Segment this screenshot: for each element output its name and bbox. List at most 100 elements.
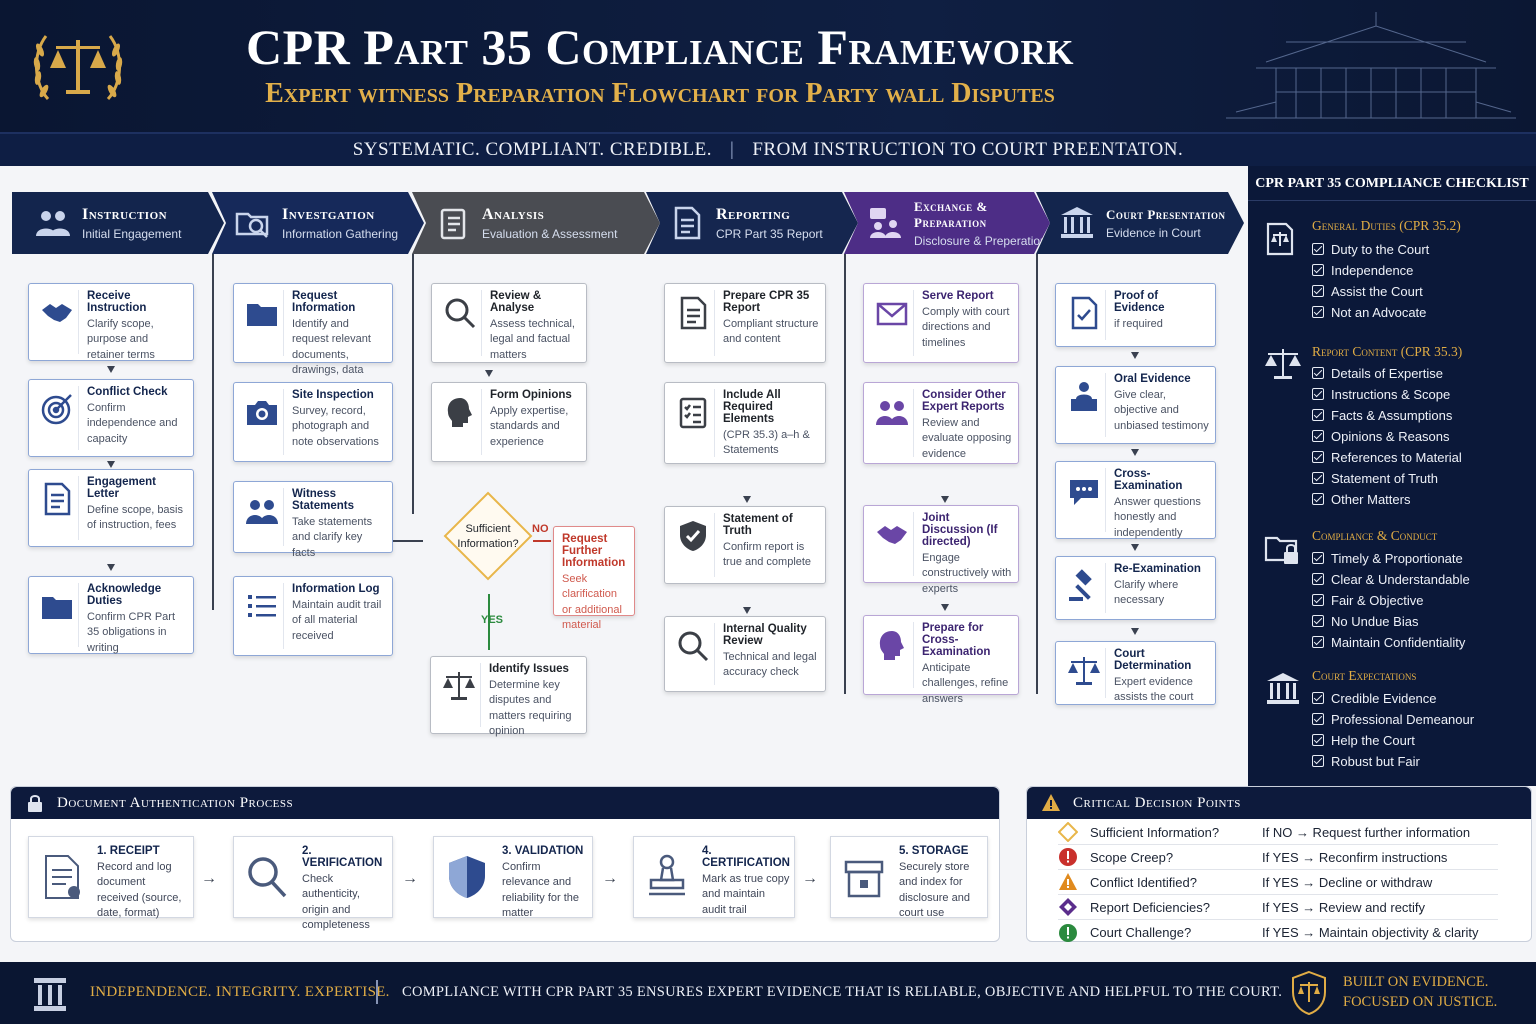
diamond-icon [1058, 822, 1078, 842]
section-title: Court Expectations [1312, 668, 1417, 683]
footer-statement: COMPLIANCE WITH CPR PART 35 ENSURES EXPE… [402, 984, 1283, 1000]
decision-question: Sufficient Information? [1090, 824, 1220, 840]
card-text: Expert evidence assists the court [1114, 676, 1194, 704]
card-title: Prepare for Cross-Examination [922, 622, 991, 658]
connector-line [488, 594, 490, 650]
footer-motto-line1: BUILT ON EVIDENCE. [1343, 974, 1489, 990]
stage-subtitle: CPR Part 35 Report [716, 226, 823, 241]
arrow-right-icon: → [402, 870, 418, 887]
handshake-icon [41, 304, 72, 322]
arrow-down [485, 370, 493, 377]
stage-title: Reporting [716, 205, 791, 223]
folder-lock-icon [1264, 536, 1298, 564]
decision-question: Court Challenge? [1090, 925, 1192, 940]
step-text: Mark as true copy and maintain audit tra… [702, 873, 790, 916]
compliance-checklist-panel: CPR PART 35 COMPLIANCE CHECKLIST General… [1248, 166, 1536, 786]
card-title: Engagement Letter [87, 476, 157, 500]
card-text: Assess technical, legal and factual matt… [490, 318, 575, 361]
decision-point-row: Court Challenge? If YES → Maintain objec… [1058, 920, 1498, 945]
checklist-item: Not an Advocate [1312, 305, 1426, 320]
card-title: Form Opinions [490, 389, 572, 401]
connector-line [1036, 254, 1038, 694]
checklist-item: References to Material [1312, 450, 1462, 465]
folder-icon [246, 304, 277, 326]
card-title: Acknowledge Duties [87, 583, 162, 607]
checkbox-icon [1312, 594, 1324, 606]
checkbox-icon [1312, 472, 1324, 484]
building-sketch-icon [1226, 12, 1516, 119]
checkbox-icon [1312, 573, 1324, 585]
stage-title: Exchange & Preparation [914, 198, 988, 230]
card-joint-discussion[interactable]: Joint Discussion (If directed) Engage con… [863, 505, 1019, 595]
speaker-icon [1070, 382, 1097, 411]
decision-no-label: NO [532, 523, 549, 535]
card-title: Request Information [292, 290, 356, 314]
section-title: Compliance & Conduct [1312, 528, 1438, 543]
checklist-item: Other Matters [1312, 492, 1410, 507]
magnifier-icon [445, 298, 475, 329]
document-icon [45, 855, 80, 899]
decision-action: If NO → Request further information [1262, 824, 1471, 840]
checklist-item: Professional Demeanour [1312, 712, 1474, 727]
camera-icon [246, 401, 277, 425]
card-title: Joint Discussion (If directed) [922, 512, 998, 548]
alert-circle-icon [1059, 848, 1077, 866]
tagline-left: SYSTEMATIC. COMPLIANT. CREDIBLE. [352, 139, 713, 160]
card-text: Engage constructively with experts [922, 552, 1012, 595]
decision-point-row: Sufficient Information? If NO → Request … [1058, 820, 1498, 845]
courthouse-icon [1267, 673, 1299, 704]
stage-title: Court Presentation [1106, 206, 1226, 222]
card-title: Include All Required Elements [723, 389, 781, 425]
decision-action: If YES → Maintain objectivity & clarity [1262, 925, 1479, 940]
stage-title: Analysis [482, 205, 545, 223]
connector-line [393, 540, 423, 542]
card-text: Define scope, basis of instruction, fees [87, 504, 183, 532]
decision-yes-label: YES [481, 614, 504, 626]
clipboard-icon [434, 204, 472, 242]
arrow-down [1131, 544, 1139, 551]
card-include-elements[interactable]: Include All Required Elements(CPR 35.3) … [664, 382, 826, 464]
footer-motto-line2: FOCUSED ON JUSTICE. [1343, 994, 1498, 1010]
checklist-item: Robust but Fair [1312, 754, 1420, 769]
checklist-item: Assist the Court [1312, 284, 1423, 299]
card-text: Seek clarification or additional materia… [562, 573, 622, 632]
checkbox-icon [1312, 367, 1324, 379]
section-title: Report Content (CPR 35.3) [1312, 344, 1463, 359]
report-icon [668, 204, 706, 242]
checklist-item: Maintain Confidentiality [1312, 635, 1465, 650]
lock-icon [28, 795, 42, 812]
checkbox-icon [1312, 734, 1324, 746]
card-title: Serve Report [922, 290, 994, 302]
step-text: Confirm relevance and reliability for th… [502, 861, 580, 920]
